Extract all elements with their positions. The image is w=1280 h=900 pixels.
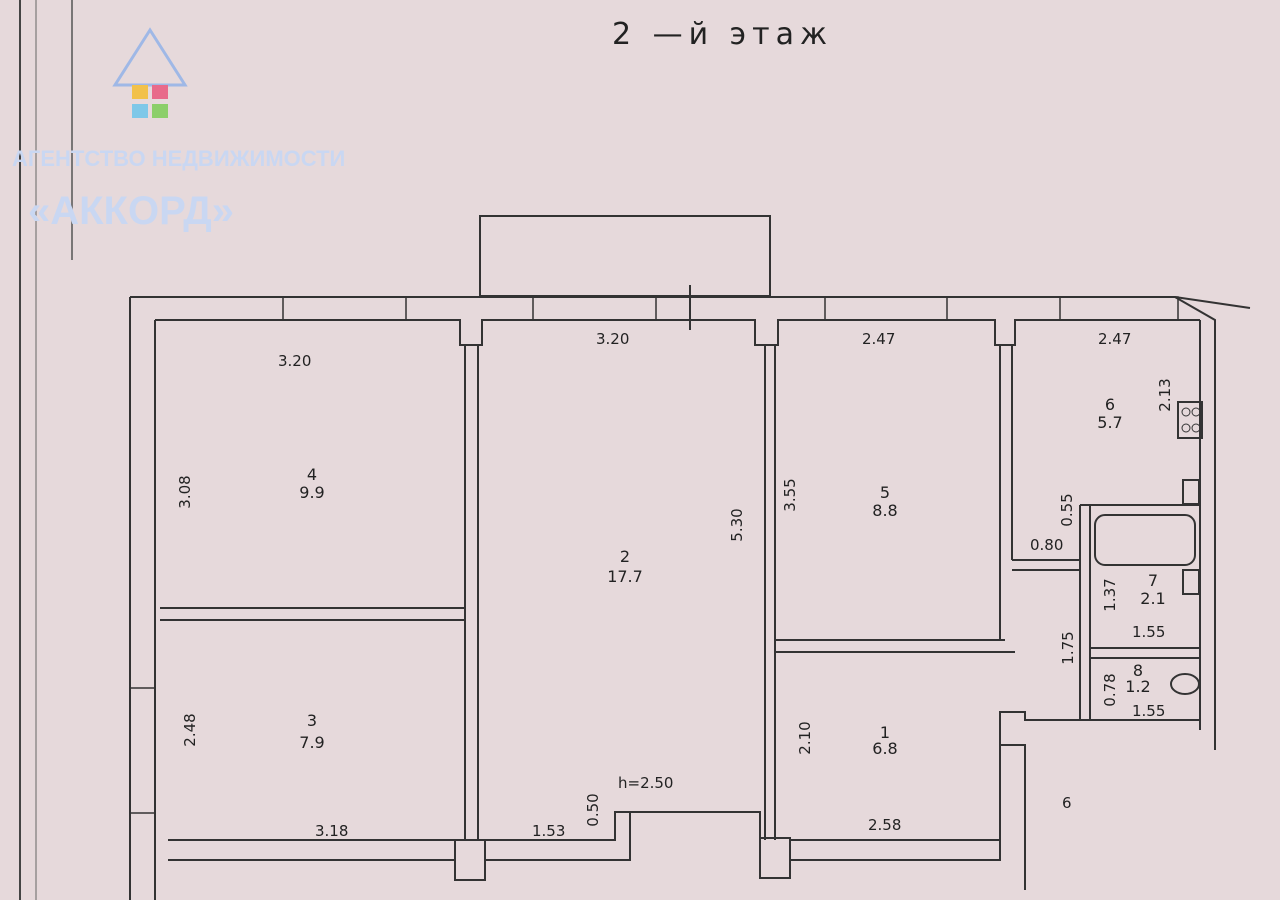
stove-icon [1177,401,1203,439]
dim-r8-left: 0.78 [1101,673,1119,706]
stairwell-mark: 6 [1062,794,1072,812]
dim-r8-bottom: 1.55 [1132,702,1165,720]
dim-r1-left: 2.10 [796,721,814,754]
ceiling-height: h=2.50 [618,774,673,792]
dim-r7-bottom: 1.55 [1132,623,1165,641]
dim-r3-bottom: 3.18 [315,822,348,840]
house-roof-icon [112,27,188,87]
room-2-id: 2 [620,547,630,566]
balcony [479,215,771,297]
room-3-id: 3 [307,711,317,730]
dim-r1-bottom: 2.58 [868,816,901,834]
dim-hall-height: 1.75 [1059,631,1077,664]
dim-r6-gap: 0.55 [1058,493,1076,526]
room-8-area: 1.2 [1125,677,1150,696]
room-3-area: 7.9 [299,733,324,752]
fixtures [1094,401,1203,695]
dim-corridor-width: 0.80 [1030,536,1063,554]
dim-r6-top: 2.47 [1098,330,1131,348]
dimension-labels: 3.20 3.08 2.48 3.18 3.20 5.30 1.53 0.50 … [176,330,1174,840]
logo-tile [132,85,148,99]
dim-r2-right: 5.30 [728,508,746,541]
room-5-area: 8.8 [872,501,897,520]
room-6-id: 6 [1105,395,1115,414]
room-4-area: 9.9 [299,483,324,502]
room-1-id: 1 [880,723,890,742]
room-labels: 4 9.9 3 7.9 2 17.7 5 8.8 1 6.8 6 5.7 7 2… [299,395,1165,758]
room-7-id: 7 [1148,571,1158,590]
dim-r7-left: 1.37 [1101,578,1119,611]
dim-r4-top: 3.20 [278,352,311,370]
bathtub-icon [1094,514,1196,566]
dim-r4-left: 3.08 [176,475,194,508]
dim-r2-step: 0.50 [584,793,602,826]
exterior-walls [129,285,1251,900]
logo-tile [152,104,168,118]
washbasin-icon [1182,569,1200,595]
sink-icon [1182,479,1200,505]
agency-logo: АГЕНТСТВО НЕДВИЖИМОСТИ «АККОРД» [12,27,345,233]
logo-tile [132,104,148,118]
room-6-area: 5.7 [1097,413,1122,432]
logo-tile [152,85,168,99]
dim-r2-bottom: 1.53 [532,822,565,840]
toilet-icon [1170,673,1200,695]
room-5-id: 5 [880,483,890,502]
room-7-area: 2.1 [1140,589,1165,608]
dim-r3-left: 2.48 [181,713,199,746]
dim-r2-top: 3.20 [596,330,629,348]
dim-r6-right: 2.13 [1156,378,1174,411]
room-8-id: 8 [1133,661,1143,680]
logo-line2: «АККОРД» [28,189,234,233]
room-4-id: 4 [307,465,317,484]
logo-line1: АГЕНТСТВО НЕДВИЖИМОСТИ [12,146,345,171]
interior-walls [160,345,1200,881]
dim-r5-left: 3.55 [781,478,799,511]
dim-r5-top: 2.47 [862,330,895,348]
room-2-area: 17.7 [607,567,643,586]
floor-title: 2 —й этаж [612,17,833,52]
room-1-area: 6.8 [872,739,897,758]
